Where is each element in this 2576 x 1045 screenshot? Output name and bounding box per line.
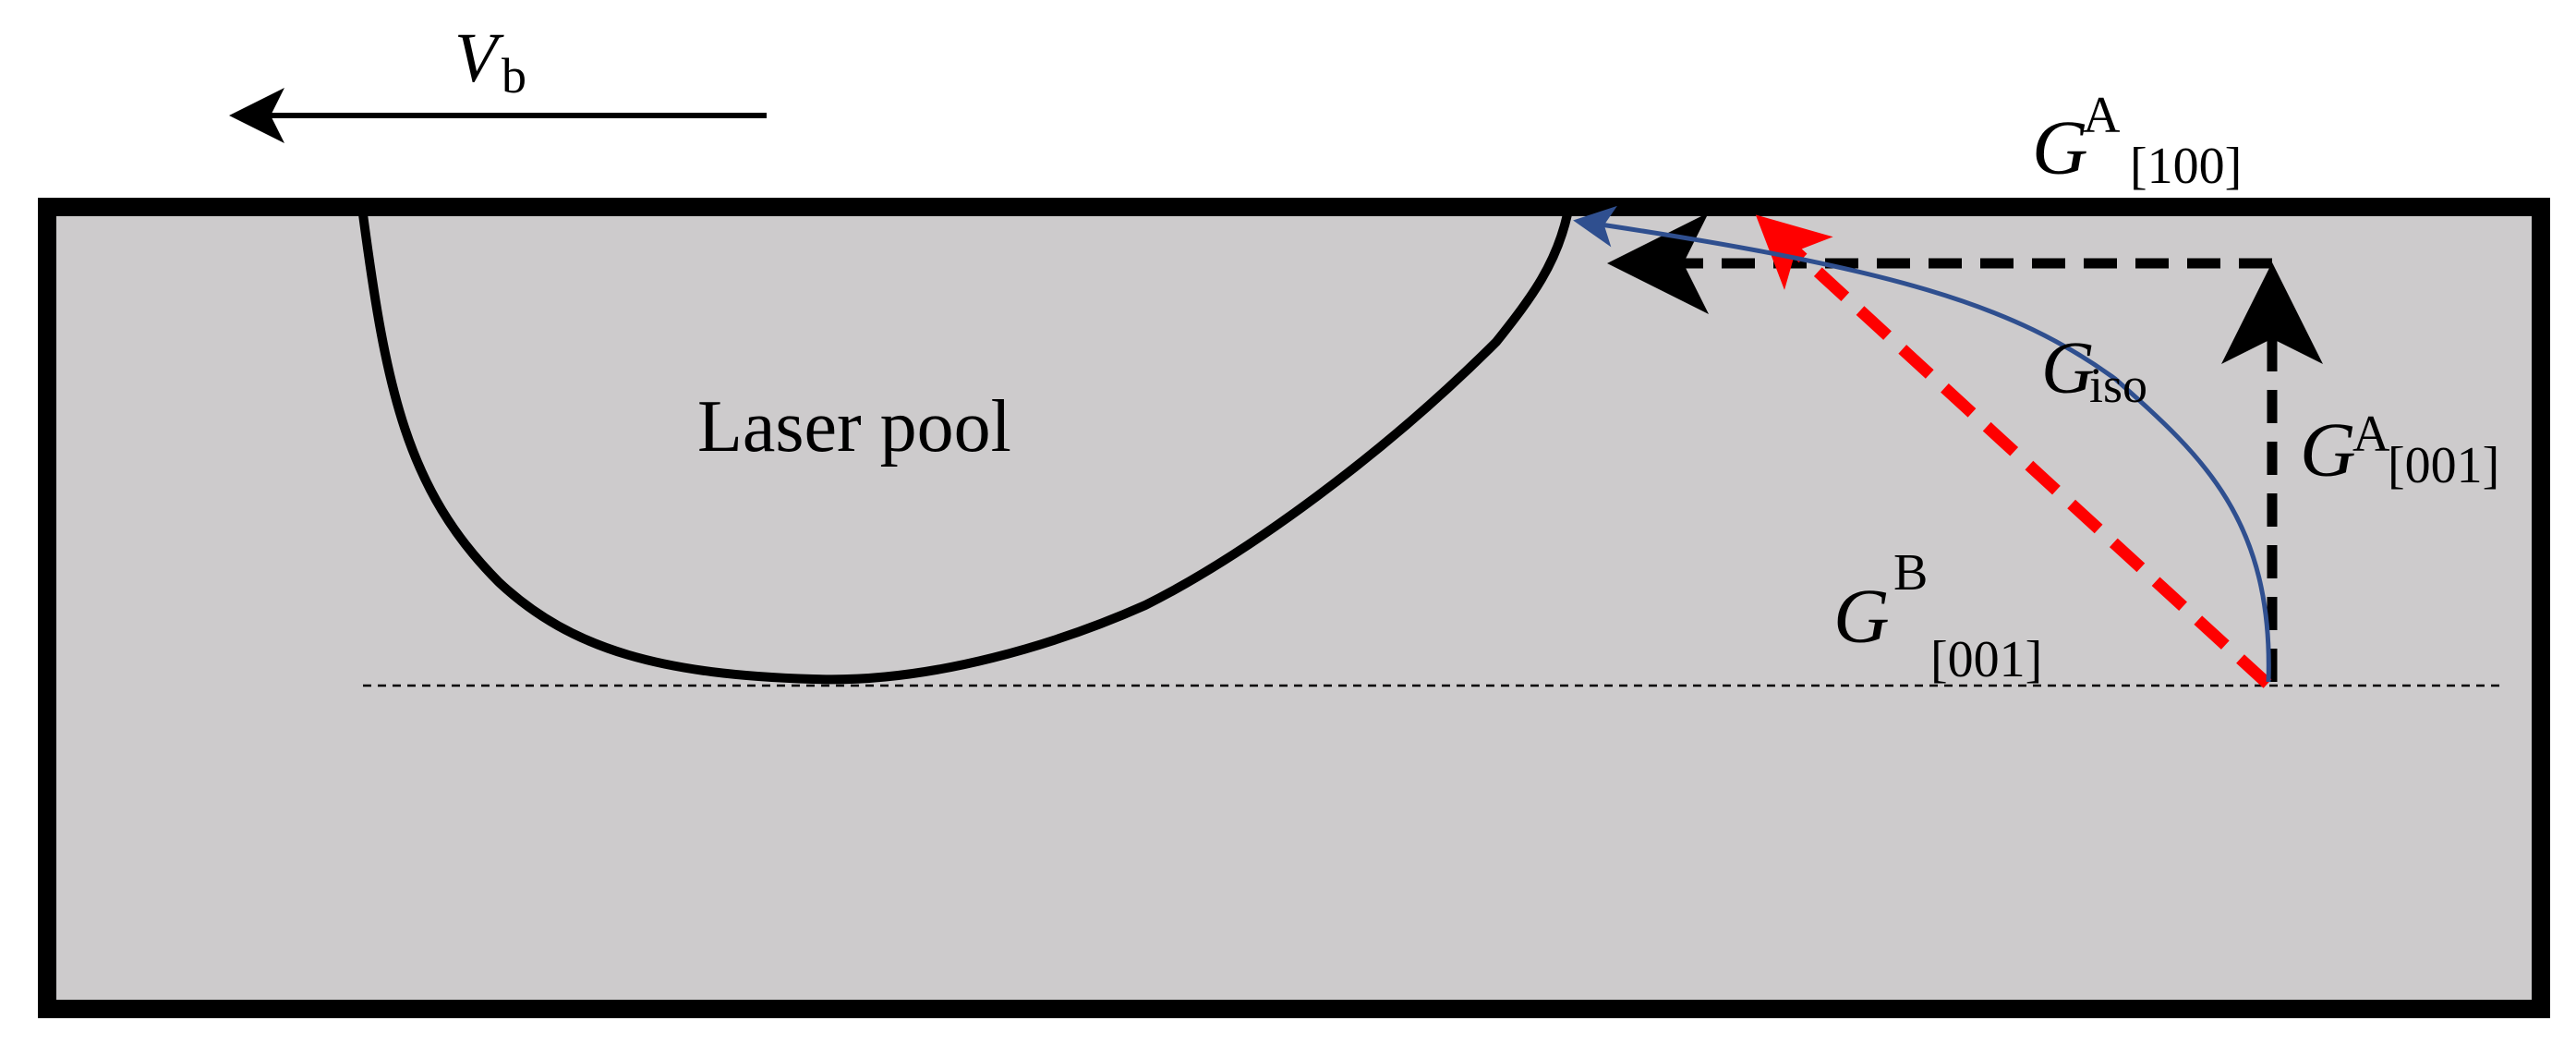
g-b-001-subscript: [001] [1930, 631, 2042, 688]
g-iso-vector [1573, 205, 2271, 683]
g-b-001-label: G [1833, 574, 1890, 660]
laser-pool-boundary [358, 210, 1572, 685]
g-a-001-subscript: [001] [2388, 437, 2499, 494]
g-iso-subscript: iso [2089, 358, 2147, 413]
g-b-001-superscript: B [1893, 544, 1928, 601]
g-a-100-subscript: [100] [2130, 138, 2242, 195]
g-a-001-superscript: A [2352, 406, 2390, 463]
velocity-label: V [454, 19, 504, 97]
g-a-100-superscript: A [2083, 87, 2121, 144]
g-iso-label: G [2041, 328, 2095, 409]
g-a-100-label: G [2032, 105, 2088, 191]
g-a-001-label: G [2300, 407, 2356, 493]
substrate-block [38, 198, 2550, 1018]
laser-pool-label: Laser pool [697, 386, 1011, 468]
velocity-subscript: b [502, 48, 526, 103]
